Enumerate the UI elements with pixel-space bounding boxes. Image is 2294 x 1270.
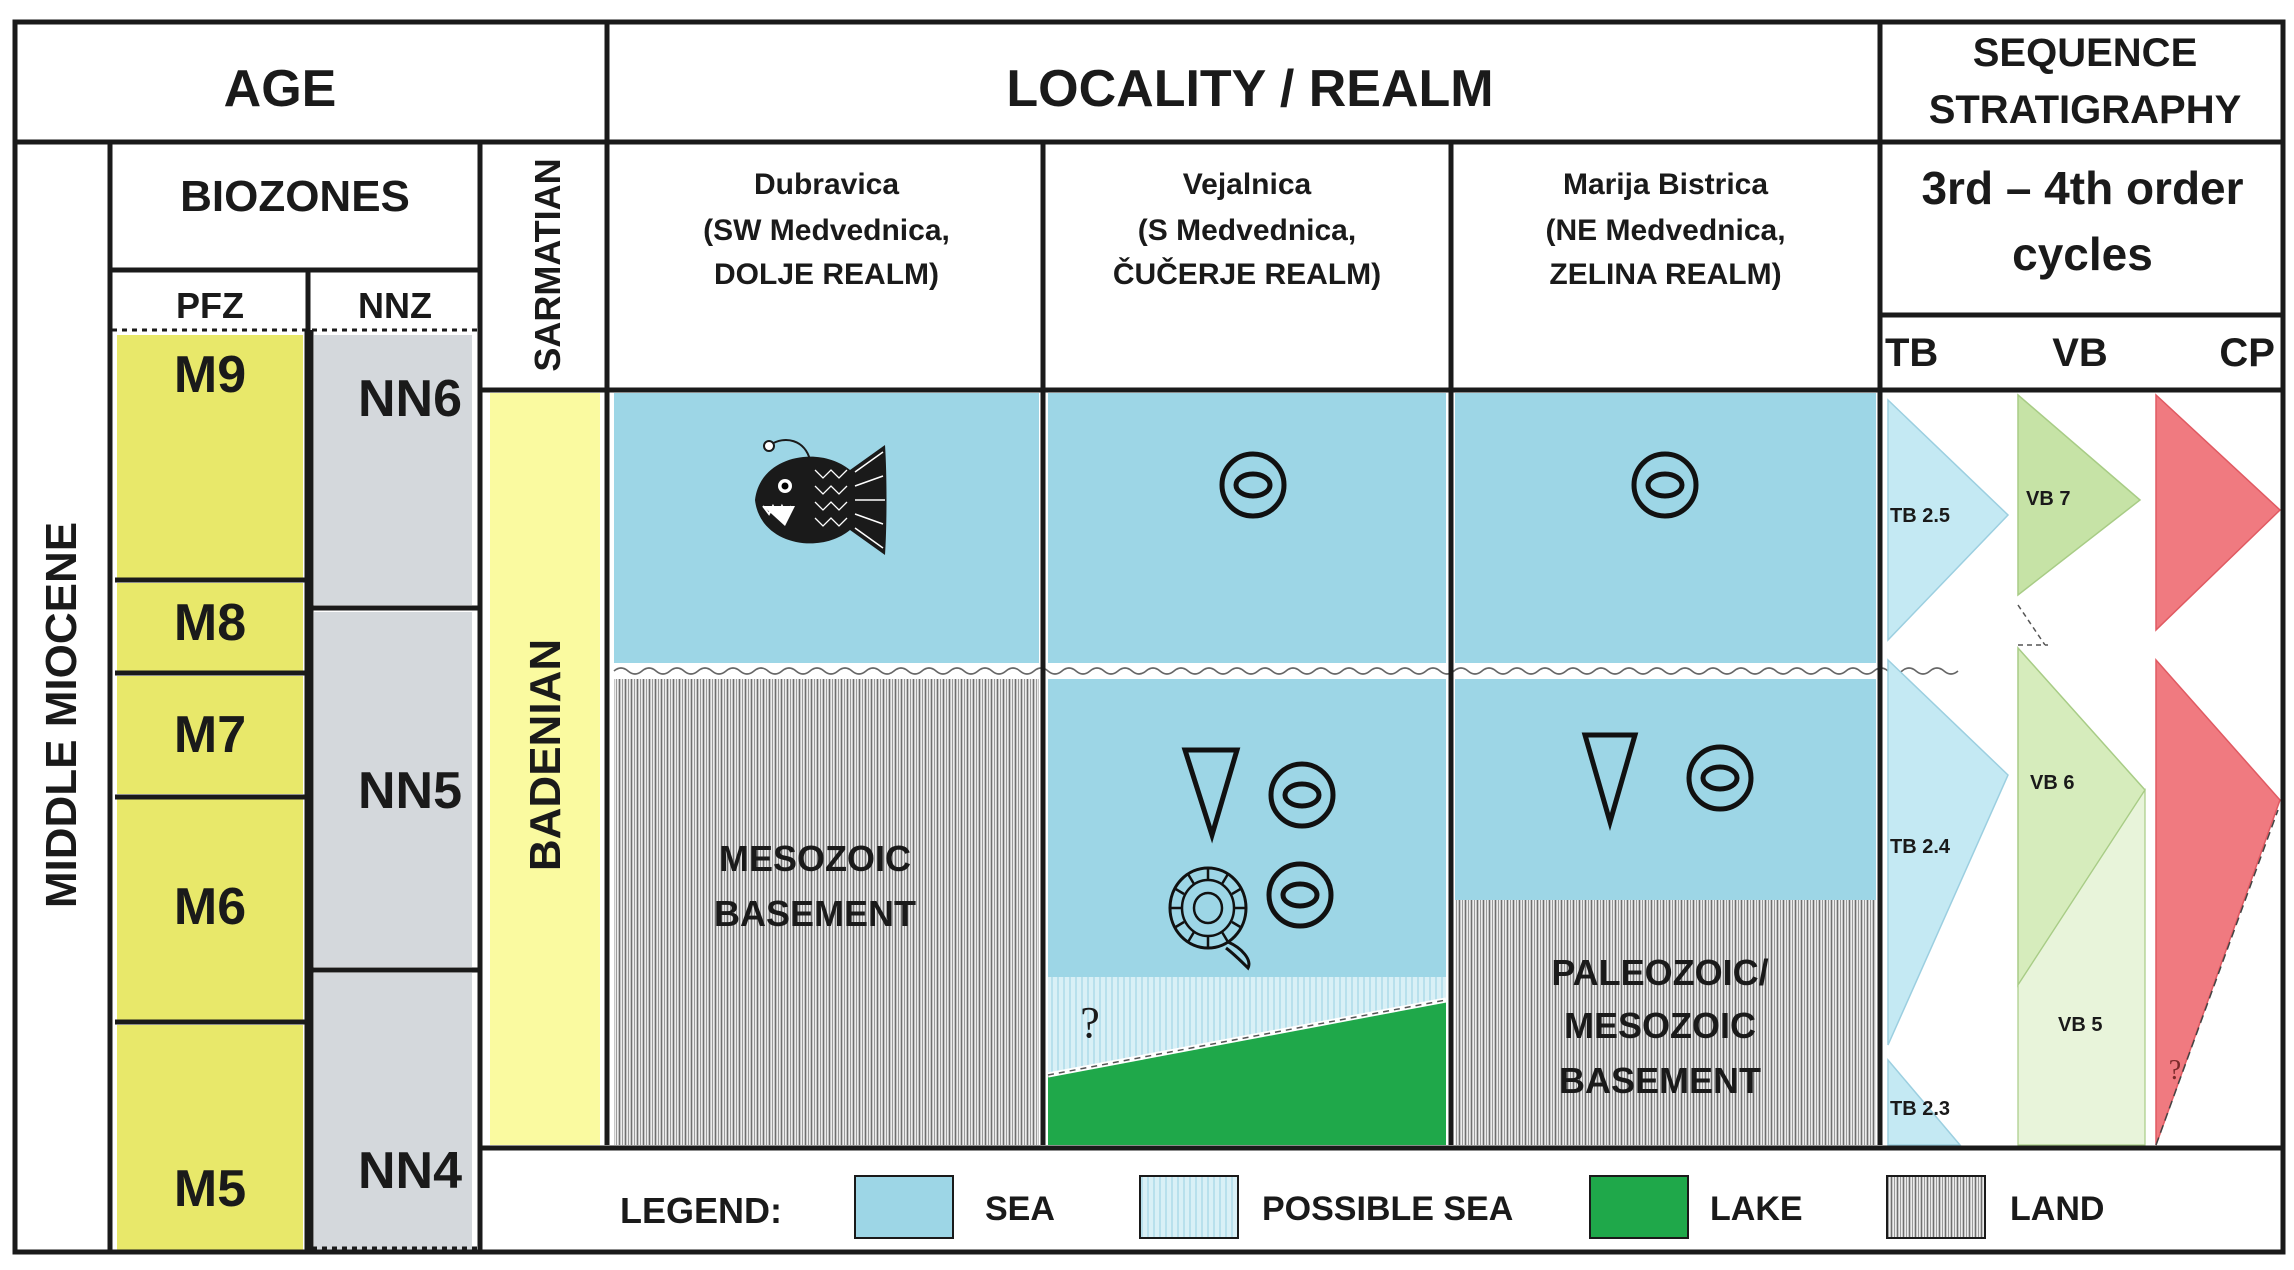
tb-2.4-triangle: [1887, 658, 2009, 1046]
locality-3-line2: (NE Medvednica,: [1545, 214, 1786, 247]
vb-5-label: VB 5: [2058, 1014, 2103, 1036]
dubravica-basement-line2: BASEMENT: [713, 893, 916, 934]
pfz-label: PFZ: [176, 285, 244, 326]
cp-upper-triangle: [2155, 393, 2282, 632]
col-vb: VB: [2052, 331, 2108, 375]
cycles-line2: cycles: [2012, 228, 2153, 280]
col-tb: TB: [1885, 331, 1939, 375]
tb-2.5-label: TB 2.5: [1890, 505, 1951, 527]
tb-2.3-label: TB 2.3: [1890, 1098, 1951, 1120]
pfz-m6-fill: [117, 799, 303, 1020]
pfz-m7-fill: [117, 676, 303, 794]
marija-sea: [1455, 393, 1876, 900]
legend-title: LEGEND:: [620, 1190, 782, 1231]
ammonite-icon: [1168, 866, 1251, 971]
locality-3-line3: ZELINA REALM): [1549, 258, 1782, 291]
foram-icon-vejalnica-low: [1266, 861, 1334, 929]
cycles-line1: 3rd – 4th order: [1921, 162, 2244, 214]
tb-2.3-triangle: [1887, 1057, 1962, 1146]
foram-icon-vejalnica-mid: [1268, 761, 1336, 829]
biozones-label: BIOZONES: [180, 172, 410, 221]
pfz-zone-m9: M9: [173, 346, 247, 404]
vejalnica-sea: [1048, 393, 1446, 977]
locality-3-name: Marija Bistrica: [1562, 168, 1769, 201]
vb-5-triangle: [2017, 787, 2146, 1146]
nnz-nn4-fill: [314, 973, 472, 1250]
header-age: AGE: [223, 60, 337, 118]
marija-basement-line1: PALEOZOIC/: [1551, 952, 1769, 993]
epoch-label: MIDDLE MIOCENE: [37, 521, 86, 909]
legend-label-sea: SEA: [985, 1190, 1055, 1228]
foram-icon-marija-top: [1631, 451, 1699, 519]
dubravica-basement-line1: MESOZOIC: [718, 838, 911, 879]
locality-2-name: Vejalnica: [1182, 168, 1312, 201]
pfz-m5-fill: [117, 1025, 303, 1250]
marija-basement-line3: BASEMENT: [1558, 1060, 1761, 1101]
header-locality-realm: LOCALITY / REALM: [1006, 60, 1494, 118]
badenian-fill: [490, 393, 600, 1145]
vejalnica-question: ?: [1080, 998, 1100, 1047]
locality-1-name: Dubravica: [753, 168, 900, 201]
pfz-zone-m6: M6: [173, 878, 247, 936]
pfz-zone-m5: M5: [173, 1160, 247, 1218]
stage-badenian: BADENIAN: [521, 638, 570, 872]
vejalnica-lake: [1048, 1000, 1446, 1145]
pfz-zone-m8: M8: [173, 594, 247, 652]
cone-icon-vejalnica: [1181, 747, 1241, 844]
unconformity-line: [613, 667, 1959, 675]
legend-label-lake: LAKE: [1710, 1190, 1803, 1228]
locality-2-line2: (S Medvednica,: [1137, 214, 1357, 247]
legend-swatch-sea: [854, 1175, 954, 1239]
stage-sarmatian: SARMATIAN: [527, 158, 568, 372]
cp-lower-triangle: [2155, 658, 2281, 1146]
anglerfish-icon: [755, 439, 887, 555]
vb-7-triangle: [2017, 393, 2142, 597]
locality-2-line3: ČUČERJE REALM): [1112, 258, 1382, 291]
nnz-label: NNZ: [358, 285, 432, 326]
nnz-zone-nn6: NN6: [357, 370, 463, 428]
foram-icon-marija-mid: [1686, 744, 1754, 812]
marija-basement-line2: MESOZOIC: [1563, 1005, 1756, 1046]
header-sequence-line2: STRATIGRAPHY: [1928, 88, 2242, 132]
header-sequence-line1: SEQUENCE: [1972, 31, 2198, 75]
legend-swatch-land: [1886, 1175, 1986, 1239]
legend-label-land: LAND: [2010, 1190, 2105, 1228]
locality-1-line2: (SW Medvednica,: [703, 214, 950, 247]
nnz-nn6-fill: [314, 335, 472, 605]
vb-6-label: VB 6: [2030, 772, 2075, 794]
col-cp: CP: [2219, 331, 2275, 375]
tb-2.5-triangle: [1887, 398, 2010, 642]
pfz-m8-fill: [117, 583, 303, 671]
legend-label-possible-sea: POSSIBLE SEA: [1262, 1190, 1514, 1228]
marija-land: [1455, 900, 1876, 1145]
vb-7-label: VB 7: [2026, 488, 2071, 510]
pfz-m9-fill: [117, 335, 303, 578]
pfz-zone-m7: M7: [173, 706, 247, 764]
nnz-zone-nn4: NN4: [357, 1142, 463, 1200]
cone-icon-marija: [1581, 732, 1639, 832]
dubravica-land: [614, 673, 1039, 1145]
legend-swatch-lake: [1589, 1175, 1689, 1239]
legend-swatch-possible-sea: [1139, 1175, 1239, 1239]
tb-2.4-label: TB 2.4: [1890, 836, 1951, 858]
cp-question: ?: [2168, 1055, 2182, 1086]
nnz-nn5-fill: [314, 612, 472, 967]
nnz-zone-nn5: NN5: [357, 762, 463, 820]
locality-1-line3: DOLJE REALM): [714, 258, 939, 291]
foram-icon-vejalnica-top: [1219, 451, 1287, 519]
